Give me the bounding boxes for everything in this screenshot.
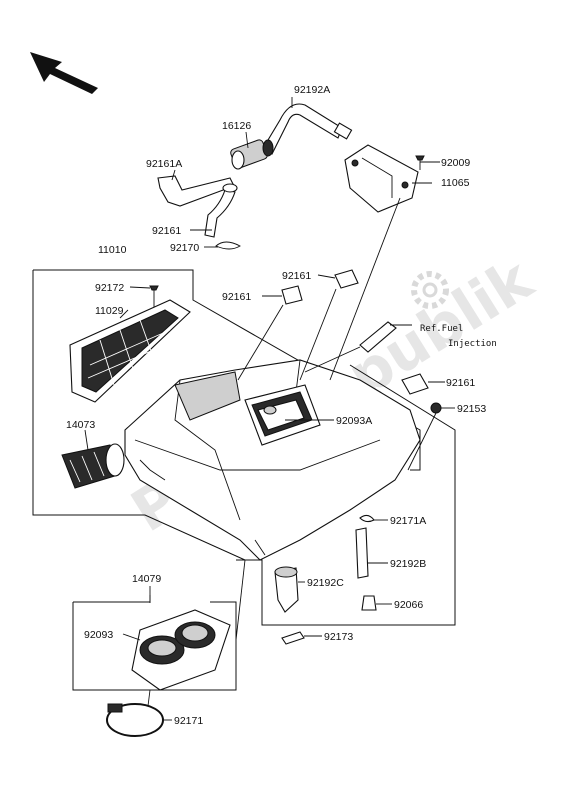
label-92192c: 92192C [307,577,344,589]
cover-hole [401,181,409,189]
hose-end [333,122,353,140]
label-11010: 11010 [98,244,127,256]
hose-end-top [222,183,238,193]
label-14079: 14079 [132,573,161,585]
label-92009: 92009 [441,157,470,169]
cover-hole [351,159,359,167]
label-11029: 11029 [95,305,124,317]
bolt-92172 [149,285,159,291]
label-92153: 92153 [457,403,486,415]
label-92171: 92171 [174,715,203,727]
label-92171a: 92171A [390,515,426,527]
label-92161-right: 92161 [446,377,475,389]
label-92066: 92066 [394,599,423,611]
label-92173: 92173 [324,631,353,643]
leader-lines [84,97,455,721]
drain-plug-top [274,566,298,578]
hose-92192b [355,527,369,579]
pad-92161-top [334,269,359,289]
connector-wire [304,346,361,373]
label-92192b: 92192B [390,558,426,570]
hose-92192a [261,103,343,155]
grommet-92153 [430,402,442,414]
label-92161-top: 92161 [282,270,311,282]
label-16126: 16126 [222,120,251,132]
airbox-housing [124,359,421,561]
clamp-92171a [359,514,375,523]
direction-arrow-icon [30,52,98,94]
clip-92173 [281,631,305,645]
valve-16126 [230,139,274,170]
label-92161-left: 92161 [222,291,251,303]
clamp-92171 [106,703,164,737]
label-92161a: 92161A [146,158,182,170]
pad-92161-left [281,285,303,305]
plug-92066 [361,595,377,611]
fuel-injection-connector [359,321,397,353]
label-92172: 92172 [95,282,124,294]
clamp-92170 [215,241,241,250]
cover-rib [361,157,393,198]
label-92093: 92093 [84,629,113,641]
air-filter-11029 [69,299,191,403]
cover-11065 [344,144,419,213]
hose-92161 [204,189,236,238]
label-92170: 92170 [170,242,199,254]
label-92192a: 92192A [294,84,330,96]
label-11065: 11065 [441,177,470,189]
inlet-duct-14073 [61,443,125,489]
duct-holder-14079 [131,609,231,691]
ref-note-line2: Injection [448,339,497,349]
label-92093a: 92093A [336,415,372,427]
gear-logo-icon [411,271,449,309]
label-14073: 14073 [66,419,95,431]
screw-92009 [415,155,425,161]
ref-note-line1: Ref.Fuel [420,324,463,334]
label-92161-hose: 92161 [152,225,181,237]
airbox-assembly-box-right [245,364,456,626]
pad-92161-right [401,373,429,395]
